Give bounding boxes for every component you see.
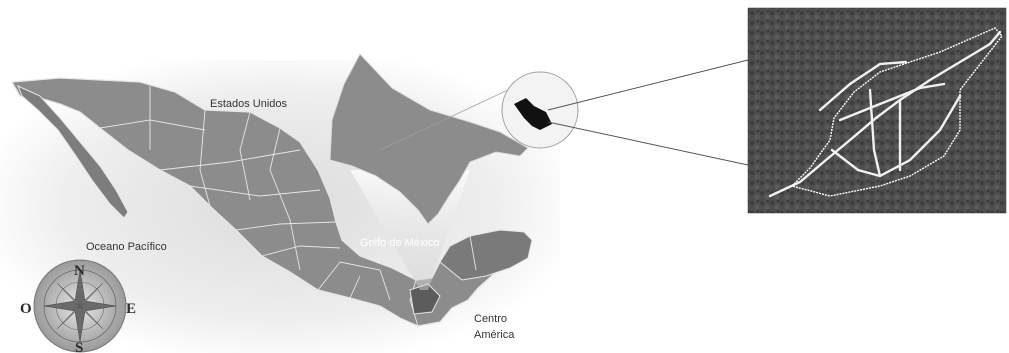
compass-south: S xyxy=(75,340,83,353)
enlarged-state xyxy=(329,53,529,225)
compass-star-icon xyxy=(43,269,117,343)
compass-rose: N S E O xyxy=(20,259,136,353)
satellite-image xyxy=(747,7,1007,214)
label-oceano-pacifico: Oceano Pacífico xyxy=(86,241,167,253)
baja-california xyxy=(17,85,129,219)
connector-bottom xyxy=(547,121,749,166)
compass-west: O xyxy=(20,301,32,317)
municipality-shape xyxy=(514,98,552,130)
yucatan-peninsula xyxy=(439,229,533,281)
label-golfo-de-mexico: Golfo de México xyxy=(360,237,439,249)
connector-top xyxy=(547,59,749,111)
state-borders xyxy=(99,86,477,327)
compass-east: E xyxy=(126,301,136,317)
zoom-circle xyxy=(501,71,579,149)
mexico-map xyxy=(11,77,533,327)
label-america: América xyxy=(474,329,515,341)
label-centro: Centro xyxy=(474,313,507,325)
zoom-line-state xyxy=(379,87,513,151)
compass-north: N xyxy=(74,263,85,279)
label-estados-unidos: Estados Unidos xyxy=(210,98,288,110)
